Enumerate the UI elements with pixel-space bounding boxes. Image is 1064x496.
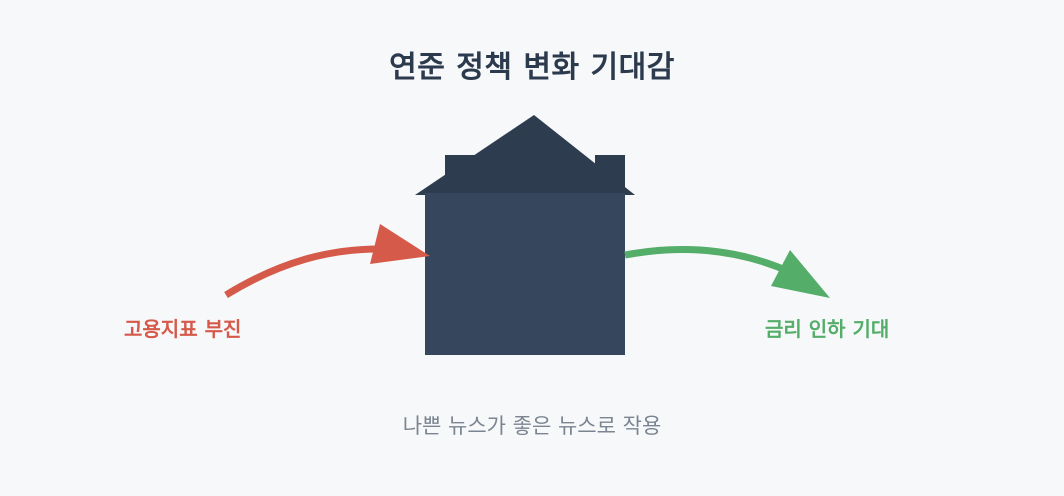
left-label: 고용지표 부진 [124,317,242,341]
house-body [425,193,625,355]
house-icon [415,115,635,355]
left-arrow-head [370,224,430,264]
house-roof [415,115,635,195]
diagram-caption: 나쁜 뉴스가 좋은 뉴스로 작용 [402,414,662,438]
right-arrow-head [771,250,830,298]
right-label: 금리 인하 기대 [765,317,890,341]
curved-arrow-right-icon [224,224,430,298]
diagram-title: 연준 정책 변화 기대감 [389,50,675,85]
curved-arrow-down-right-icon [624,246,830,298]
left-arrow-shaft [224,245,386,298]
right-arrow-shaft [624,246,792,276]
